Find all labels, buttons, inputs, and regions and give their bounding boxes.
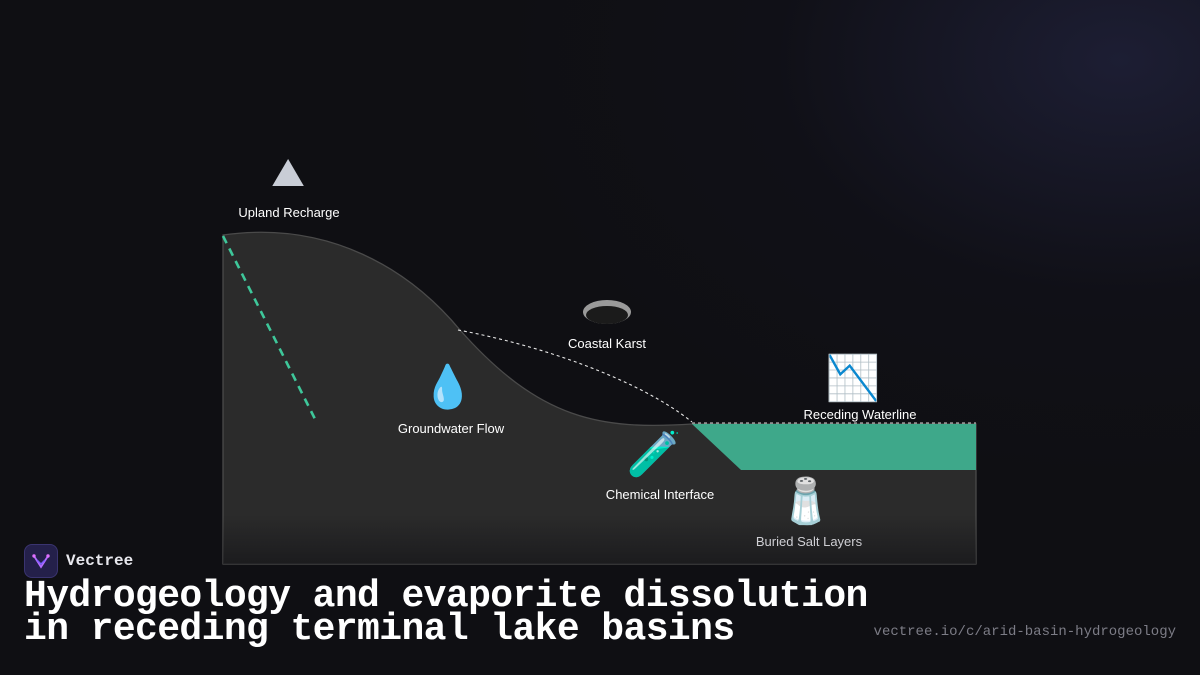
test-tube-icon: 🧪 (626, 429, 682, 480)
label-groundwater-flow: Groundwater Flow (397, 421, 505, 436)
sinkhole-icon (583, 300, 631, 324)
page-title: Hydrogeology and evaporite dissolution i… (24, 578, 868, 649)
label-chemical-interface: Chemical Interface (605, 487, 715, 502)
salt-shaker-icon: 🧂 (778, 476, 834, 527)
label-coastal-karst: Coastal Karst (567, 336, 647, 351)
source-url[interactable]: vectree.io/c/arid-basin-hydrogeology (873, 624, 1176, 640)
title-line-2: in receding terminal lake basins (24, 608, 735, 651)
lake-water (692, 424, 976, 470)
recharge-dashed-line (221, 235, 318, 422)
brand[interactable]: Vectree (24, 544, 133, 578)
bottom-fade (223, 515, 976, 564)
brand-name: Vectree (66, 552, 134, 570)
label-buried-salt-layers: Buried Salt Layers (755, 534, 863, 549)
label-receding-waterline: Receding Waterline (803, 407, 917, 422)
vectree-logo-icon (24, 544, 58, 578)
groundwater-flowpath (457, 329, 693, 423)
label-upland-recharge: Upland Recharge (238, 205, 340, 220)
terrain-cross-section (222, 231, 977, 565)
water-drop-icon: 💧 (421, 362, 475, 411)
title-line-1: Hydrogeology and evaporite dissolution (24, 575, 868, 618)
declining-chart-icon: 📉 (825, 353, 881, 404)
mountain-icon: ⛰ (271, 150, 305, 196)
